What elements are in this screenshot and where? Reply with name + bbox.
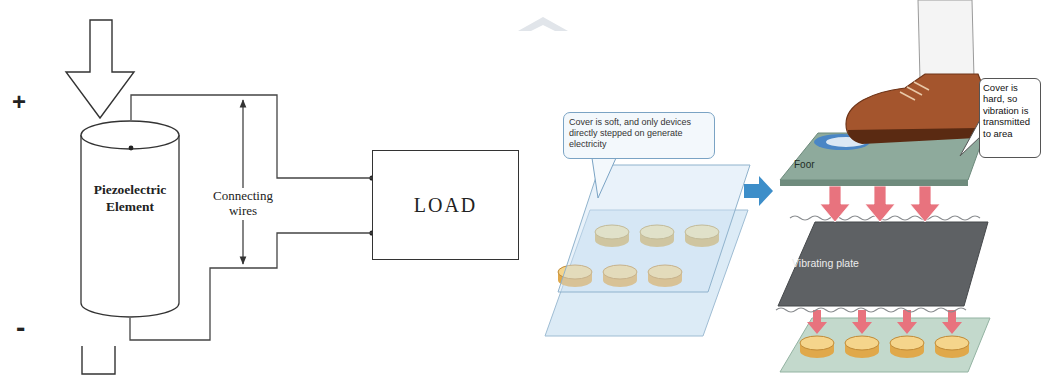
load-box: LOAD (372, 150, 519, 260)
vibrating-plate (778, 222, 988, 306)
wire-label: Connecting wires (207, 188, 279, 220)
polarity-sign: + (12, 88, 36, 116)
cylinder-top (81, 121, 179, 149)
force-arrow (865, 186, 895, 222)
floor-label-area: Foor (792, 158, 842, 176)
soft-cover (558, 165, 750, 292)
piezo-disc (935, 336, 969, 358)
vibration-wave (776, 308, 966, 312)
disc-top (845, 336, 879, 350)
cylinder-outline (80, 120, 180, 318)
plate-label-area: Vibrating plate (790, 256, 900, 274)
force-arrow (852, 310, 872, 334)
watermark-mark (518, 17, 568, 31)
callout-tail (960, 118, 981, 156)
force-arrows (807, 310, 962, 334)
piezo-discs (800, 336, 969, 358)
force-arrows (820, 186, 940, 222)
force-arrow (897, 310, 917, 334)
callout-box: Cover is hard, so vibration is transmitt… (979, 78, 1041, 158)
dimension-arrow (242, 100, 243, 264)
leg (918, 0, 974, 80)
piezo-disc (890, 336, 924, 358)
node-text: Piezoelectric Element (84, 182, 176, 216)
bottom-electrode (82, 346, 115, 374)
shoe-sole (848, 128, 978, 144)
force-arrow (807, 310, 827, 334)
force-arrow (66, 20, 134, 118)
floor-edge (780, 180, 968, 186)
piezo-disc (800, 336, 834, 358)
node-text: Cover is hard, so vibration is transmitt… (983, 82, 1037, 139)
terminal-dot (129, 146, 134, 151)
piezo-cylinder: Piezoelectric Element (80, 120, 180, 318)
disc-top (890, 336, 924, 350)
shoe-laces (900, 82, 929, 100)
force-arrow (942, 310, 962, 334)
node-text: LOAD (414, 193, 478, 217)
node-text: Foor (794, 159, 840, 171)
disc-top (935, 336, 969, 350)
polarity-sign: - (16, 312, 40, 344)
transition-arrow (744, 176, 773, 206)
piezo-disc (845, 336, 879, 358)
cylinder-body (81, 135, 179, 317)
disc-top (800, 336, 834, 350)
force-arrow (820, 186, 850, 222)
callout-tail (592, 158, 616, 198)
node-text: Cover is soft, and only devices directly… (569, 117, 709, 149)
force-arrow (910, 186, 940, 222)
callout-box: Cover is soft, and only devices directly… (563, 112, 715, 159)
node-text: Vibrating plate (792, 257, 898, 270)
